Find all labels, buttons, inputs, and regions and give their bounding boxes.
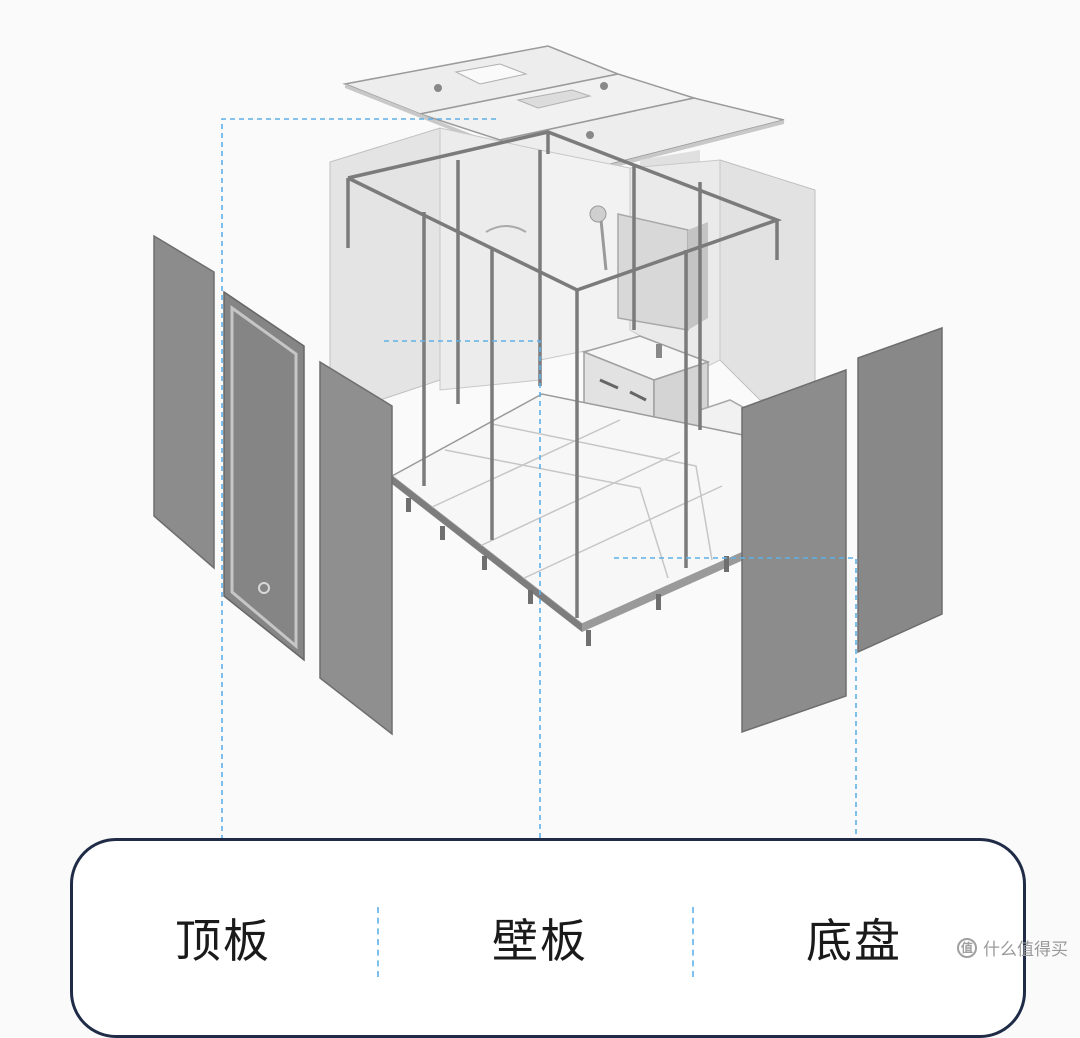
right-wall-panels <box>741 326 943 734</box>
label-floor: 底盘 <box>806 914 902 968</box>
watermark-text: 什么值得买 <box>983 940 1068 960</box>
steel-frame <box>346 130 783 618</box>
back-wall-panels <box>329 127 816 401</box>
exploded-bathroom-diagram: 顶板 壁板 底盘 值 什么值得买 <box>70 45 1068 1038</box>
label-divider <box>377 907 379 977</box>
floor-tray <box>390 393 749 646</box>
label-divider <box>692 907 694 977</box>
watermark: 值 什么值得买 <box>957 935 1068 960</box>
exploded-view-illustration <box>153 45 943 848</box>
ceiling-panels <box>342 45 785 178</box>
label-ceiling: 顶板 <box>175 914 271 968</box>
watermark-badge-icon: 值 <box>957 937 977 958</box>
label-wall: 壁板 <box>492 914 588 968</box>
left-wall-panels <box>153 234 393 736</box>
leader-lines <box>221 118 857 838</box>
component-label-card: 顶板 壁板 底盘 <box>70 838 1026 1038</box>
